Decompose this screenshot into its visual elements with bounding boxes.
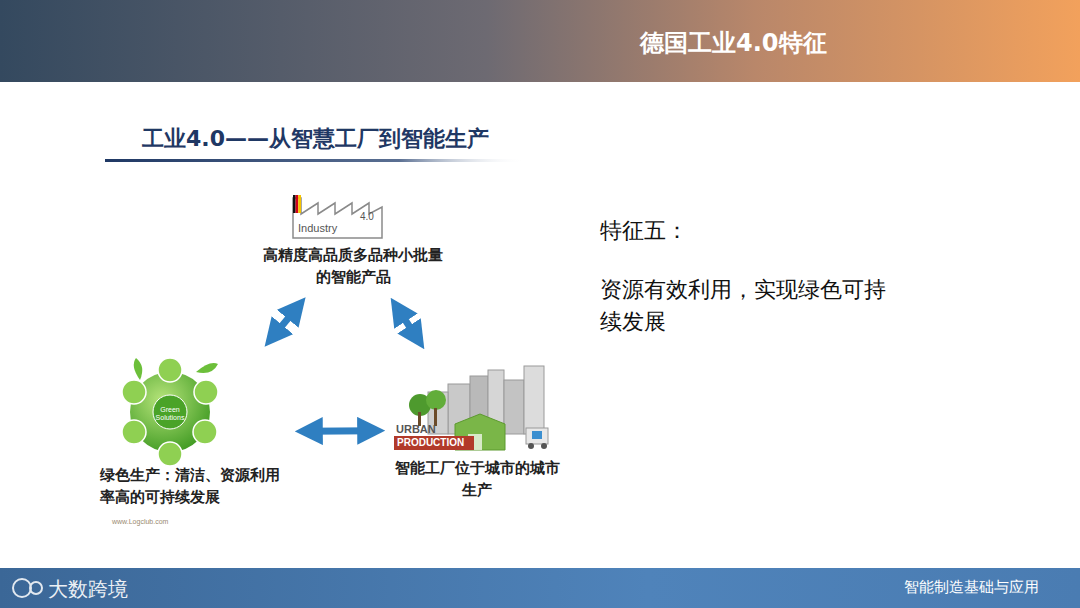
watermark: 大数跨境: [48, 576, 128, 603]
feature-heading: 特征五：: [600, 216, 688, 246]
slide-title: 德国工业4.0特征: [640, 27, 827, 59]
diagram-node: 绿色生产：清洁、资源利用率高的可持续发展: [100, 352, 288, 512]
double-arrow: [272, 306, 299, 338]
header-band: [0, 0, 1080, 82]
heading-underline: [105, 159, 525, 162]
watermark-logo: [13, 579, 42, 597]
icon-text: 4.0: [360, 211, 374, 222]
icon-text: PRODUCTION: [397, 437, 464, 448]
footer-band: [0, 568, 1080, 608]
double-arrow: [306, 427, 374, 434]
green-production-icon: [122, 358, 218, 466]
node-text: 绿色生产：清洁、资源利用率高的可持续发展: [100, 464, 288, 508]
node-text: 高精度高品质多品种小批量的智能产品: [262, 244, 444, 288]
feature-text: 资源有效利用，实现绿色可持续发展: [600, 274, 890, 338]
section-heading: 工业4.0——从智慧工厂到智能生产: [142, 124, 489, 154]
icon-text: Industry: [298, 222, 337, 234]
watermark: www.Logclub.com: [112, 518, 168, 525]
icon-text: Green Solutions: [154, 406, 186, 422]
icon-text: URBAN: [396, 423, 436, 435]
diagram-node: 高精度高品质多品种小批量的智能产品: [262, 188, 444, 292]
footer-text: 智能制造基础与应用: [904, 578, 1039, 597]
node-text: 智能工厂位于城市的城市生产: [392, 457, 562, 501]
factory-icon: [293, 195, 382, 238]
urban-production-icon: [394, 366, 548, 450]
double-arrow: [397, 307, 418, 340]
